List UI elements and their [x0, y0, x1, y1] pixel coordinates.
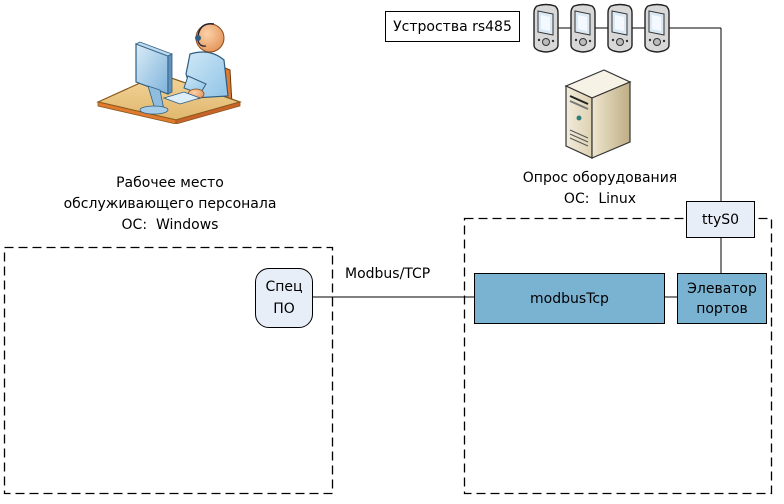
rs485-device-icon — [570, 3, 596, 53]
rs485-device-icon — [644, 3, 670, 53]
workstation-os-prefix: ОС: — [121, 217, 148, 233]
workstation-caption-line2: обслуживающего персонала — [63, 196, 277, 212]
workstation-caption: Рабочее место обслуживающего персонала О… — [20, 173, 320, 236]
tty-port-box[interactable]: ttyS0 — [686, 201, 755, 238]
server-icon — [564, 69, 632, 159]
workstation-zone — [3, 246, 334, 495]
rs485-device-icon — [607, 3, 633, 53]
server-os-prefix: ОС: — [563, 191, 590, 207]
devices-label: Устроства rs485 — [385, 11, 520, 42]
tty-port-label: ttyS0 — [701, 211, 740, 228]
rs485-device-icon — [533, 3, 559, 53]
spec-software-line1: Спец — [265, 279, 303, 295]
devices-label-text: Устроства rs485 — [393, 18, 512, 35]
server-os-name: Linux — [598, 191, 637, 207]
port-elevator-line1: Элеватор — [687, 280, 757, 297]
protocol-label: Modbus/TCP — [345, 266, 431, 282]
workstation-caption-line1: Рабочее место — [116, 175, 224, 191]
server-caption: Опрос оборудования ОС: Linux — [480, 168, 720, 210]
workstation-os: ОС: Windows — [20, 215, 320, 236]
port-elevator-line2: портов — [696, 300, 748, 317]
port-elevator-box[interactable]: Элеватор портов — [677, 273, 767, 324]
spec-software-box[interactable]: Спец ПО — [255, 268, 313, 328]
modbus-tcp-box[interactable]: modbusTcp — [474, 273, 665, 324]
spec-software-line2: ПО — [273, 301, 295, 317]
modbus-tcp-label: modbusTcp — [530, 290, 609, 307]
operator-workstation-icon — [96, 23, 242, 124]
server-os: ОС: Linux — [480, 189, 720, 210]
workstation-os-name: Windows — [155, 217, 219, 233]
server-caption-line1: Опрос оборудования — [522, 170, 678, 186]
server-zone — [463, 217, 773, 495]
